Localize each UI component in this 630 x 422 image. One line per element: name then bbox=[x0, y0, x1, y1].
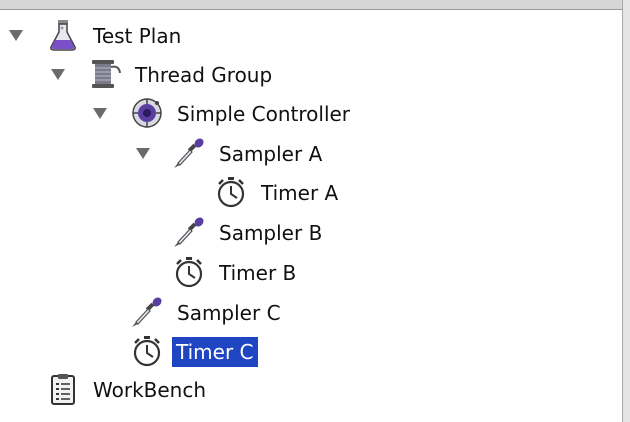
expand-toggle[interactable] bbox=[93, 108, 107, 119]
pipette-icon bbox=[174, 217, 204, 247]
node-label: Timer A bbox=[261, 181, 339, 205]
tree-node-timer-a[interactable]: Timer A bbox=[0, 173, 380, 213]
controller-icon bbox=[132, 98, 162, 128]
stopwatch-icon bbox=[175, 257, 203, 288]
pipette-icon bbox=[174, 138, 204, 168]
node-label: WorkBench bbox=[93, 378, 207, 402]
node-label: Timer B bbox=[219, 261, 297, 285]
expand-toggle[interactable] bbox=[51, 69, 65, 80]
node-label: Sampler B bbox=[219, 221, 323, 245]
clipboard-icon bbox=[51, 374, 75, 405]
tree-node-timer-b[interactable]: Timer B bbox=[0, 253, 340, 293]
node-label: Thread Group bbox=[135, 63, 273, 87]
tree-node-workbench[interactable]: WorkBench bbox=[0, 370, 240, 410]
node-label-selected: Timer C bbox=[172, 337, 258, 367]
tree-node-simple-controller[interactable]: Simple Controller bbox=[0, 94, 400, 134]
expand-toggle[interactable] bbox=[136, 148, 150, 159]
node-label: Sampler A bbox=[219, 142, 323, 166]
flask-icon bbox=[50, 20, 76, 51]
tree-node-thread-group[interactable]: Thread Group bbox=[0, 55, 300, 95]
stopwatch-icon bbox=[217, 177, 245, 208]
tree-node-timer-c[interactable]: Timer C bbox=[0, 332, 300, 372]
tree-node-sampler-a[interactable]: Sampler A bbox=[0, 134, 360, 174]
spool-icon bbox=[92, 60, 121, 88]
node-label: Sampler C bbox=[177, 301, 281, 325]
tree-node-sampler-c[interactable]: Sampler C bbox=[0, 293, 320, 333]
tree-node-test-plan[interactable]: Test Plan bbox=[0, 16, 220, 56]
pipette-icon bbox=[132, 297, 162, 327]
expand-toggle[interactable] bbox=[9, 30, 23, 41]
stopwatch-icon bbox=[133, 336, 161, 367]
vertical-scrollbar[interactable] bbox=[622, 0, 630, 422]
node-label: Test Plan bbox=[93, 24, 182, 48]
node-label: Simple Controller bbox=[177, 102, 351, 126]
window-top-edge bbox=[0, 0, 630, 10]
test-plan-tree: Test Plan Thread Group Simple Controller bbox=[0, 10, 622, 422]
tree-node-sampler-b[interactable]: Sampler B bbox=[0, 213, 360, 253]
